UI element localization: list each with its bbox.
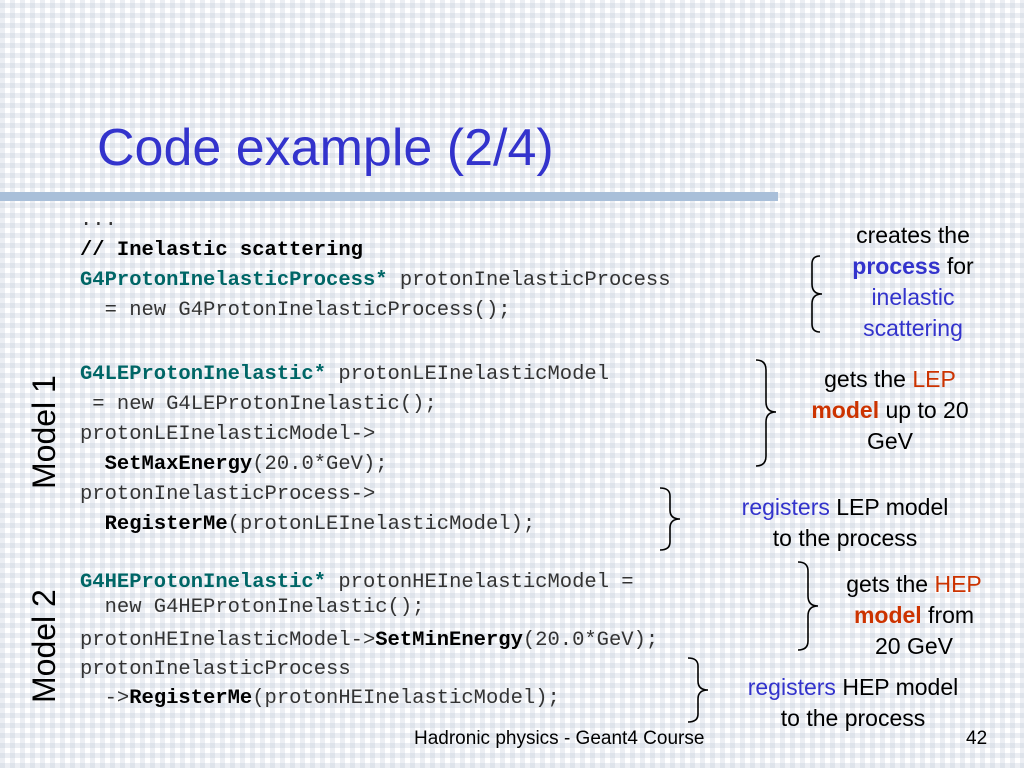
note-text: gets the xyxy=(846,571,935,597)
brace-icon xyxy=(659,487,681,551)
code-comment: // Inelastic scattering xyxy=(80,239,363,262)
note-creates-process: creates the process for inelastic scatte… xyxy=(823,220,1003,344)
note-highlight: model xyxy=(853,602,922,628)
code-class-name: G4ProtonInelasticProcess* xyxy=(80,269,388,292)
code-method: SetMaxEnergy xyxy=(104,453,253,476)
code-line: ... xyxy=(80,209,117,232)
code-args: (20.0*GeV); xyxy=(522,629,659,652)
brace-icon xyxy=(811,255,823,333)
code-line: protonLEInelasticModel xyxy=(326,363,609,386)
model2-label: Model 2 xyxy=(26,589,62,703)
code-line: protonInelasticProcess-> xyxy=(80,483,376,506)
code-indent xyxy=(80,453,105,476)
note-highlight: process xyxy=(852,253,941,279)
note-text: gets the xyxy=(824,366,913,392)
note-text: from xyxy=(921,602,975,628)
note-line: to the process xyxy=(772,525,918,551)
note-register-lep: registers LEP model to the process xyxy=(700,492,990,554)
model1-label: Model 1 xyxy=(26,375,62,489)
note-hep-model: gets the HEP model from 20 GeV xyxy=(816,569,1012,662)
note-line: to the process xyxy=(780,705,926,731)
note-text: LEP model xyxy=(829,494,949,520)
title-divider xyxy=(0,192,778,201)
note-highlight: LEP xyxy=(912,366,956,392)
note-line: creates the xyxy=(856,222,970,248)
note-line: inelastic xyxy=(871,284,955,310)
code-line: = new G4LEProtonInelastic(); xyxy=(80,393,437,416)
note-text: HEP model xyxy=(835,674,959,700)
slide-title: Code example (2/4) xyxy=(97,119,554,177)
code-line: protonHEInelasticModel = xyxy=(326,571,634,594)
code-args: (20.0*GeV); xyxy=(252,453,388,476)
code-line: new G4HEProtonInelastic(); xyxy=(80,596,425,619)
note-line: gets the LEP xyxy=(780,364,1000,395)
code-method: SetMinEnergy xyxy=(375,629,523,652)
code-class-name: G4LEProtonInelastic* xyxy=(80,363,327,386)
note-text: for xyxy=(940,253,974,279)
brace-icon xyxy=(687,657,709,723)
footer-course: Hadronic physics - Geant4 Course xyxy=(414,728,705,749)
note-line: registers LEP model xyxy=(700,492,990,523)
code-class-name: G4HEProtonInelastic* xyxy=(80,571,327,594)
code-method: RegisterMe xyxy=(129,687,253,710)
code-args: (protonLEInelasticModel); xyxy=(227,513,536,536)
note-text: up to 20 xyxy=(879,397,969,423)
note-line: scattering xyxy=(863,315,963,341)
brace-icon xyxy=(797,561,819,651)
note-highlight: registers xyxy=(741,494,830,520)
code-block-model1: G4LEProtonInelastic* protonLEInelasticMo… xyxy=(80,360,609,540)
brace-icon xyxy=(755,359,777,467)
note-line: model from xyxy=(816,600,1012,631)
code-args: (protonHEInelasticModel); xyxy=(252,687,560,710)
note-lep-model: gets the LEP model up to 20 GeV xyxy=(780,364,1000,457)
note-highlight: registers xyxy=(747,674,836,700)
code-line: protonInelasticProcess xyxy=(80,658,351,681)
code-block-model2: G4HEProtonInelastic* protonHEInelasticMo… xyxy=(80,568,658,713)
note-line: registers HEP model xyxy=(708,672,998,703)
note-highlight: HEP xyxy=(934,571,982,597)
code-method: RegisterMe xyxy=(104,513,228,536)
code-line: protonInelasticProcess xyxy=(387,269,671,292)
note-line: model up to 20 xyxy=(780,395,1000,426)
code-indent: -> xyxy=(80,687,130,710)
page-number: 42 xyxy=(966,728,988,749)
note-line: GeV xyxy=(866,428,914,454)
note-line: gets the HEP xyxy=(816,569,1012,600)
code-indent xyxy=(80,513,105,536)
code-block-process: ... // Inelastic scattering G4ProtonInel… xyxy=(80,206,671,326)
code-line: = new G4ProtonInelasticProcess(); xyxy=(80,299,511,322)
note-register-hep: registers HEP model to the process xyxy=(708,672,998,734)
note-line: process for xyxy=(823,251,1003,282)
note-line: 20 GeV xyxy=(875,633,953,659)
code-line: protonHEInelasticModel-> xyxy=(80,629,376,652)
note-highlight: model xyxy=(811,397,880,423)
code-line: protonLEInelasticModel-> xyxy=(80,423,376,446)
